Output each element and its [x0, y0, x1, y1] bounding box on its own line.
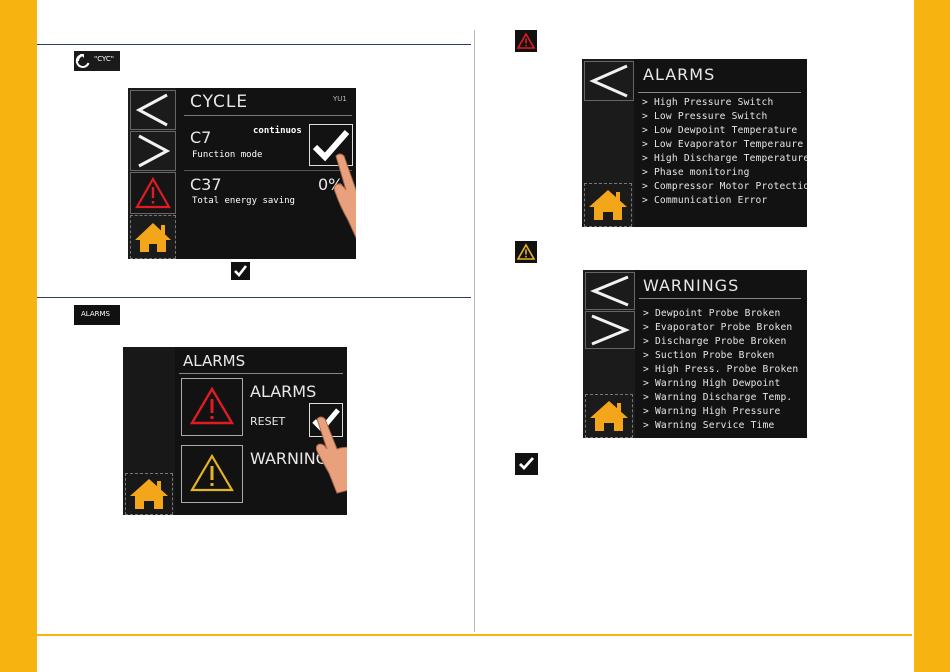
rule-middle	[37, 297, 471, 298]
list-item[interactable]: > Warning Discharge Temp.	[643, 392, 793, 403]
list-item[interactable]: > Communication Error	[642, 195, 768, 206]
chevron-left-icon	[590, 275, 629, 307]
chevron-right-icon	[591, 314, 630, 346]
list-item[interactable]: > High Discharge Temperature	[642, 153, 807, 164]
alarm-warning-icon	[189, 386, 235, 425]
list-item[interactable]: > Low Evaporator Temperaure	[642, 139, 804, 150]
screen-title: ALARMS	[643, 65, 716, 84]
pointing-hand-icon	[315, 416, 347, 494]
list-item[interactable]: > High Press. Probe Broken	[643, 364, 799, 375]
warnings-list-screen: WARNINGS > Dewpoint Probe Broken > Evapo…	[583, 270, 807, 438]
list-item[interactable]: > Suction Probe Broken	[643, 350, 775, 361]
param1-code: C7	[190, 128, 212, 147]
list-item[interactable]: > High Pressure Switch	[642, 97, 774, 108]
title-divider	[639, 298, 801, 299]
alarm-key-icon	[515, 30, 537, 52]
param2-desc: Total energy saving	[192, 196, 295, 206]
list-item[interactable]: > Warning High Dewpoint	[643, 378, 781, 389]
nav-home-button[interactable]	[125, 473, 173, 515]
alarms-menu-screen: ALARMS ALARMS RESET WARNINGS	[123, 347, 347, 515]
screen-title: CYCLE	[190, 92, 249, 112]
title-divider	[638, 92, 801, 93]
list-item[interactable]: > Dewpoint Probe Broken	[643, 308, 781, 319]
nav-alarm-button[interactable]	[130, 172, 176, 214]
alarms-label: ALARMS	[250, 382, 317, 401]
list-item[interactable]: > Phase monitoring	[642, 167, 750, 178]
warnings-button[interactable]	[181, 445, 243, 503]
cycle-key-icon: "CYC"	[74, 51, 120, 71]
nav-forward-button[interactable]	[130, 131, 176, 171]
list-item[interactable]: > Discharge Probe Broken	[643, 336, 787, 347]
check-icon	[312, 130, 350, 162]
cycle-key-label: "CYC"	[94, 55, 114, 63]
nav-back-button[interactable]	[585, 272, 635, 310]
alarm-warning-icon	[516, 32, 536, 49]
warning-icon	[516, 243, 536, 260]
list-item[interactable]: > Warning High Pressure	[643, 406, 781, 417]
rule-top	[37, 44, 471, 45]
pointing-hand-icon	[333, 153, 356, 239]
home-icon	[135, 223, 171, 252]
home-icon	[130, 479, 168, 509]
nav-home-button[interactable]	[585, 394, 633, 438]
alarms-button[interactable]	[181, 378, 243, 436]
alarms-key-label: ALARMS	[81, 310, 110, 318]
title-divider	[184, 115, 352, 116]
chevron-left-icon	[135, 93, 168, 127]
nav-home-button[interactable]	[584, 183, 632, 227]
nav-back-button[interactable]	[584, 61, 634, 101]
alarms-key-icon: ALARMS	[74, 305, 120, 325]
chevron-left-icon	[589, 64, 628, 98]
checkbox-key-icon	[231, 262, 250, 280]
param1-value: continuos	[253, 126, 302, 136]
list-item[interactable]: > Low Pressure Switch	[642, 111, 768, 122]
check-icon	[519, 457, 535, 471]
title-divider	[179, 373, 343, 374]
confirm-checkbox[interactable]	[309, 124, 353, 166]
left-accent-bar	[0, 0, 37, 672]
param2-code: C37	[190, 175, 222, 194]
screen-title: ALARMS	[183, 352, 246, 370]
alarms-list-screen: ALARMS > High Pressure Switch > Low Pres…	[582, 59, 807, 227]
check-icon	[234, 265, 248, 277]
list-item[interactable]: > Evaporator Probe Broken	[643, 322, 793, 333]
list-item[interactable]: > Warning Service Time	[643, 420, 775, 431]
row-divider	[184, 170, 352, 171]
warning-key-icon	[515, 241, 537, 263]
refresh-icon	[75, 53, 90, 68]
home-icon	[589, 190, 627, 220]
list-item[interactable]: > Low Dewpoint Temperature	[642, 125, 798, 136]
rule-bottom	[37, 634, 912, 636]
screen-title: WARNINGS	[643, 276, 740, 295]
reset-label: RESET	[250, 415, 286, 428]
warning-icon	[190, 453, 234, 492]
nav-home-button[interactable]	[130, 215, 176, 259]
list-item[interactable]: > Compressor Motor Protection	[642, 181, 807, 192]
cycle-screen: CYCLE YU1 C7 continuos Function mode C37…	[128, 88, 356, 259]
checkbox-key-icon	[515, 453, 538, 475]
home-icon	[590, 401, 628, 431]
chevron-right-icon	[138, 134, 171, 168]
nav-forward-button[interactable]	[585, 311, 635, 349]
alarm-warning-icon	[135, 176, 171, 209]
right-accent-bar	[914, 0, 950, 672]
warnings-label: WARNINGS	[250, 449, 339, 468]
column-divider	[474, 30, 475, 632]
nav-back-button[interactable]	[130, 90, 176, 130]
corner-label: YU1	[333, 95, 347, 103]
param1-desc: Function mode	[192, 150, 263, 160]
